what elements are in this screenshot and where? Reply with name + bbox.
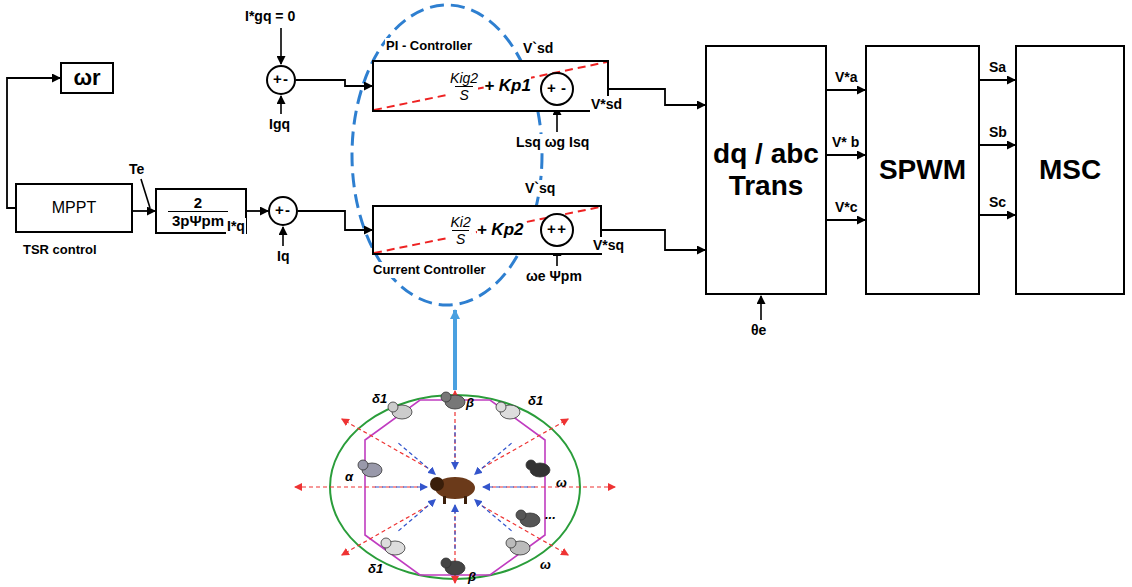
signal-name: V*sd	[590, 96, 623, 112]
signal-wire	[980, 79, 1015, 81]
search-ray	[476, 419, 568, 471]
sum-junction: +-	[540, 72, 574, 106]
mppt-box: MPPT	[15, 183, 133, 233]
sum-junction: +-	[268, 196, 298, 226]
attack-ray	[398, 443, 435, 474]
sign: -	[561, 81, 566, 95]
signal-wire	[298, 211, 372, 230]
signal-wire	[980, 214, 1015, 216]
signal-name: θe	[750, 322, 767, 338]
fraction: 23pΨpm	[168, 194, 228, 229]
signal-name: ωe Ψpm	[525, 268, 583, 284]
box-text: MPPT	[52, 199, 96, 217]
signal-name: V* b	[832, 134, 859, 150]
search-ray	[342, 419, 434, 471]
signal-wire	[247, 210, 268, 212]
attack-ray	[375, 486, 427, 487]
attack-ray	[475, 443, 512, 474]
search-ray	[476, 503, 568, 555]
signal-name: I*gq = 0	[244, 8, 296, 24]
numerator: Kig2	[450, 70, 478, 86]
signal-wire	[296, 80, 372, 86]
signal-name: V*c	[835, 199, 858, 215]
sum-junction: +-	[266, 65, 296, 95]
tuning-arrow	[453, 310, 457, 390]
signal-name: Iq	[276, 248, 290, 264]
signal-name: Lsq ωg Isq	[515, 134, 590, 150]
wolf-pack-illustration	[295, 391, 615, 583]
wolf-icon	[516, 510, 540, 527]
coefficient-symbol: ...	[545, 508, 556, 522]
attack-ray	[398, 500, 435, 531]
spwm-box: SPWM	[865, 45, 980, 295]
fraction: Kig2S	[450, 70, 478, 103]
denominator: S	[455, 86, 472, 103]
box-text: MSC	[1039, 154, 1101, 186]
converter-box: MSC	[1015, 45, 1125, 295]
signal-name: V*a	[835, 69, 858, 85]
signal-wire	[827, 219, 865, 221]
sign: -	[285, 203, 290, 217]
sum-junction: ++	[540, 213, 574, 247]
sign: +	[557, 222, 566, 236]
attack-ray	[475, 500, 512, 531]
box-text: ωr	[73, 65, 100, 91]
signal-name: I*q	[226, 218, 246, 234]
coefficient-symbol: β	[468, 570, 476, 584]
wolf-icon	[441, 392, 465, 409]
box-text: SPWM	[879, 154, 966, 186]
attack-ray	[483, 486, 535, 487]
note: TSR control	[22, 242, 98, 258]
controller-ellipse	[352, 5, 542, 305]
search-ray	[342, 503, 434, 555]
wolf-icon	[526, 460, 550, 477]
coefficient-symbol: β	[466, 396, 474, 410]
coefficient-symbol: ω	[540, 558, 551, 572]
sign: +	[273, 72, 282, 86]
sign: +	[275, 203, 284, 217]
signal-wire	[827, 89, 865, 91]
signal-wire	[133, 210, 155, 212]
signal-wire	[827, 154, 865, 156]
coefficient-symbol: ω	[556, 476, 567, 490]
wolf-icon	[506, 538, 530, 555]
numerator: 2	[194, 194, 202, 211]
group-title: Current Controller	[372, 262, 487, 278]
signal-name: Te	[128, 161, 145, 177]
signal-name: Sb	[989, 124, 1007, 140]
signal-name: Igq	[268, 116, 291, 132]
coefficient-symbol: α	[345, 470, 353, 484]
wolf-icon	[381, 538, 405, 555]
denominator: S	[452, 230, 469, 247]
box-text: dq / abc Trans	[707, 138, 825, 202]
transform-box: dq / abc Trans	[705, 45, 827, 295]
group-title: PI - Controller	[385, 38, 473, 54]
sign: +	[547, 81, 556, 95]
wolf-icon	[388, 402, 412, 419]
signal-name: Sc	[989, 194, 1006, 210]
signal-wire	[980, 144, 1015, 146]
signal-name: V*sq	[592, 237, 625, 253]
attack-ray	[454, 425, 455, 469]
fraction: Ki2S	[450, 214, 470, 247]
signal-name: V`sd	[522, 40, 554, 56]
wolf-icon	[441, 558, 465, 575]
coefficient-symbol: δ1	[372, 392, 387, 406]
output-box: ωr	[60, 62, 114, 94]
coefficient-symbol: δ1	[528, 394, 543, 408]
attack-ray	[454, 505, 455, 549]
wolf-icon	[358, 460, 382, 477]
numerator: Ki2	[450, 214, 470, 230]
signal-name: V`sq	[524, 180, 556, 196]
wolf-icon	[496, 402, 520, 419]
sign: +	[547, 222, 556, 236]
prey-icon	[430, 477, 475, 504]
denominator: 3pΨpm	[168, 211, 228, 229]
coefficient-symbol: δ1	[368, 562, 383, 576]
sign: -	[283, 72, 288, 86]
gain-term: + Kp2	[477, 220, 524, 240]
input-wires	[141, 28, 761, 320]
signal-name: Sa	[989, 59, 1006, 75]
gain-term: + Kp1	[484, 76, 531, 96]
